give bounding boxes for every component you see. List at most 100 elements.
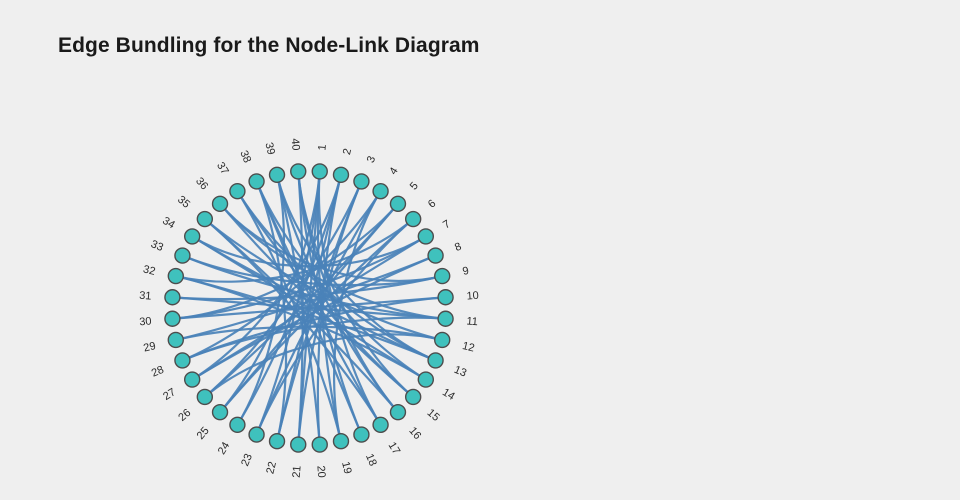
graph-node[interactable] (167, 331, 184, 349)
node-label: 16 (406, 425, 423, 442)
node-label: 2 (341, 147, 354, 156)
node-label: 17 (386, 440, 403, 457)
node-label: 20 (314, 465, 327, 478)
node-label: 22 (264, 460, 279, 475)
graph-node[interactable] (268, 166, 286, 183)
graph-node[interactable] (164, 310, 181, 327)
node-label: 18 (363, 452, 379, 468)
node-label: 33 (149, 238, 165, 254)
edge (181, 254, 444, 287)
edge (255, 180, 288, 443)
edge (203, 202, 400, 399)
node-label: 4 (387, 165, 400, 176)
edge (297, 170, 400, 414)
node-label: 35 (175, 194, 192, 211)
graph-node[interactable] (332, 166, 350, 183)
graph-node[interactable] (311, 163, 328, 180)
graph-node[interactable] (229, 416, 246, 434)
edge (171, 235, 427, 320)
edge (218, 202, 447, 320)
graph-node[interactable] (437, 289, 454, 306)
node-label: 23 (239, 452, 255, 468)
graph-node[interactable] (434, 331, 451, 349)
graph-node[interactable] (183, 228, 201, 245)
node-label: 11 (466, 315, 478, 328)
edge (174, 274, 427, 381)
graph-node[interactable] (427, 247, 444, 264)
graph-node[interactable] (268, 433, 286, 450)
graph-node[interactable] (332, 433, 350, 450)
node-label: 5 (408, 180, 421, 192)
node-label: 13 (452, 364, 468, 380)
node-label: 31 (139, 290, 152, 303)
node-label: 25 (195, 425, 212, 442)
graph-node[interactable] (389, 195, 407, 213)
graph-node[interactable] (434, 267, 451, 285)
graph-node[interactable] (229, 182, 246, 200)
node-label: 28 (150, 364, 166, 380)
edge (218, 170, 321, 414)
node-label: 6 (426, 198, 438, 211)
node-label: 34 (160, 215, 177, 232)
graph-node[interactable] (353, 426, 370, 443)
graph-node[interactable] (167, 267, 184, 285)
graph-node[interactable] (372, 416, 389, 434)
graph-node[interactable] (389, 403, 407, 421)
graph-node[interactable] (248, 173, 265, 190)
node-label: 29 (142, 340, 157, 355)
graph-node[interactable] (372, 182, 389, 200)
edge (255, 217, 415, 436)
edge (174, 217, 415, 283)
graph-node[interactable] (417, 228, 435, 245)
graph-node[interactable] (164, 289, 181, 306)
nodes-layer (164, 163, 454, 453)
edge (191, 235, 437, 362)
node-label: 12 (461, 340, 476, 355)
graph-node[interactable] (404, 210, 422, 228)
graph-node[interactable] (427, 352, 444, 369)
edges-layer (171, 170, 447, 446)
edge (203, 333, 444, 399)
edge (236, 190, 343, 443)
graph-node[interactable] (196, 210, 214, 228)
node-label: 1 (316, 144, 328, 151)
node-label: 15 (425, 407, 442, 424)
edge (236, 173, 285, 426)
edge (191, 173, 343, 381)
node-label: 19 (339, 460, 354, 475)
node-label: 3 (365, 154, 378, 164)
node-label: 37 (214, 160, 231, 177)
graph-node[interactable] (404, 388, 422, 406)
graph-node[interactable] (211, 403, 229, 421)
node-label: 24 (216, 440, 233, 457)
edge (236, 190, 415, 399)
edge (275, 173, 437, 362)
page-title: Edge Bundling for the Node-Link Diagram (58, 34, 480, 57)
graph-node[interactable] (290, 436, 307, 453)
graph-node[interactable] (174, 247, 191, 264)
node-label: 26 (176, 407, 193, 424)
graph-node[interactable] (183, 371, 201, 388)
graph-node[interactable] (437, 310, 454, 327)
node-label: 27 (161, 386, 178, 403)
graph-node[interactable] (211, 195, 229, 213)
graph-node[interactable] (417, 371, 435, 388)
graph-node[interactable] (196, 388, 214, 406)
graph-node[interactable] (353, 173, 370, 190)
graph-node[interactable] (248, 426, 265, 443)
node-label: 30 (139, 315, 152, 328)
node-label: 40 (289, 138, 302, 151)
edge (203, 217, 400, 414)
edge (181, 190, 382, 362)
graph-node[interactable] (311, 436, 328, 453)
graph-node[interactable] (174, 352, 191, 369)
node-label: 38 (237, 149, 253, 165)
node-label: 7 (441, 218, 452, 231)
edge (255, 180, 363, 436)
edge (255, 180, 427, 381)
graph-node[interactable] (290, 163, 307, 180)
